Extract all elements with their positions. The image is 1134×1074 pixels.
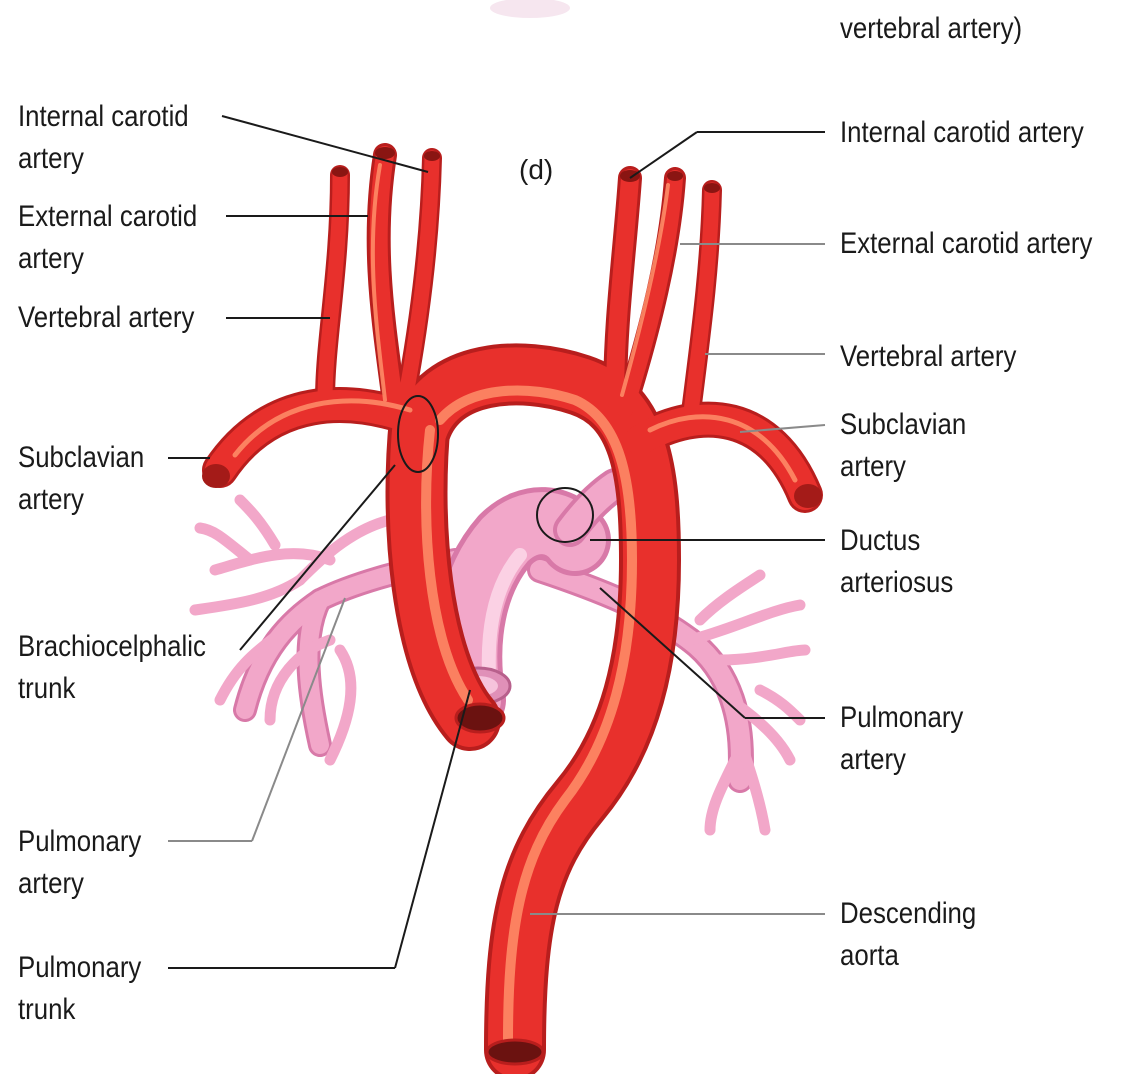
label-line: Pulmonary: [18, 821, 141, 863]
label-left-subclavian: Subclavian artery: [18, 437, 144, 521]
label-left-brachiocephalic: Brachiocelphalic trunk: [18, 626, 206, 710]
label-right-internal-carotid: Internal carotid artery: [840, 112, 1084, 154]
label-line: artery: [18, 863, 141, 905]
label-line: Vertebral artery: [840, 336, 1016, 378]
label-line: aorta: [840, 935, 976, 977]
label-line: Ductus: [840, 520, 953, 562]
label-line: artery: [18, 138, 189, 180]
label-line: Subclavian: [18, 437, 144, 479]
label-line: artery: [18, 238, 197, 280]
label-line: Pulmonary: [840, 697, 963, 739]
label-left-external-carotid: External carotid artery: [18, 196, 197, 280]
panel-label: (d): [519, 154, 553, 186]
label-line: External carotid artery: [840, 223, 1092, 265]
label-right-descending-aorta: Descending aorta: [840, 893, 976, 977]
pulmonary-vessels: [195, 485, 805, 830]
label-left-internal-carotid: Internal carotid artery: [18, 96, 189, 180]
label-line: trunk: [18, 668, 206, 710]
label-right-vertebral: Vertebral artery: [840, 336, 1016, 378]
label-line: trunk: [18, 989, 141, 1031]
label-line: Internal carotid artery: [840, 112, 1084, 154]
label-right-pulmonary-artery: Pulmonary artery: [840, 697, 963, 781]
label-line: arteriosus: [840, 562, 953, 604]
top-fragment-text: vertebral artery): [840, 8, 1022, 50]
label-line: artery: [840, 446, 966, 488]
label-line: Vertebral artery: [18, 297, 194, 339]
label-line: Brachiocelphalic: [18, 626, 206, 668]
label-line: artery: [18, 479, 144, 521]
label-line: External carotid: [18, 196, 197, 238]
label-line: Internal carotid: [18, 96, 189, 138]
label-line: Subclavian: [840, 404, 966, 446]
top-smudge: [490, 0, 570, 18]
label-line: artery: [840, 739, 963, 781]
label-right-subclavian: Subclavian artery: [840, 404, 966, 488]
label-right-external-carotid: External carotid artery: [840, 223, 1092, 265]
label-left-vertebral: Vertebral artery: [18, 297, 194, 339]
label-line: Descending: [840, 893, 976, 935]
label-line: Pulmonary: [18, 947, 141, 989]
top-fragment-label: vertebral artery): [840, 8, 1022, 50]
label-right-ductus-arteriosus: Ductus arteriosus: [840, 520, 953, 604]
label-left-pulmonary-trunk: Pulmonary trunk: [18, 947, 141, 1031]
label-left-pulmonary-artery: Pulmonary artery: [18, 821, 141, 905]
